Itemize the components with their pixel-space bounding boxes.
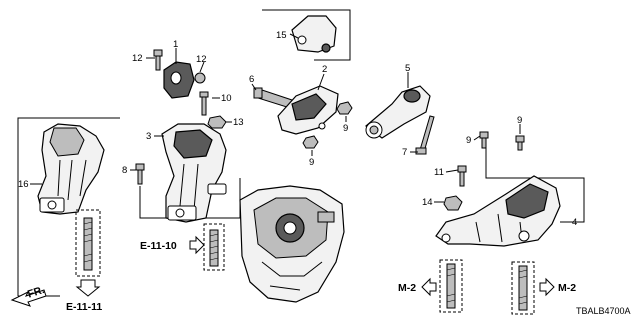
- leader-lines: [30, 33, 570, 223]
- diagram-code: TBALB4700A: [576, 306, 631, 316]
- nut-9-lower: [302, 135, 319, 149]
- engine-transmission-assembly: [239, 185, 345, 303]
- callout-8: 8: [122, 165, 127, 176]
- bolt-9-right-a: [479, 131, 489, 149]
- callout-9-center-right: 9: [343, 123, 348, 134]
- bolt-9-right-b: [515, 135, 525, 151]
- callout-9-right-a: 9: [466, 135, 471, 146]
- ref-e-11-11: E-11-11: [66, 301, 102, 313]
- callout-12-left: 12: [132, 53, 143, 64]
- part-5-torque-rod: [365, 85, 431, 139]
- part-1-rubber-mount: [163, 61, 195, 99]
- bolt-6: [253, 87, 293, 109]
- callout-14: 14: [422, 197, 433, 208]
- part-3-mount-bracket: [161, 123, 227, 223]
- bolt-7: [415, 115, 435, 155]
- part-4-transmission-mount: [435, 175, 561, 247]
- callout-10: 10: [221, 93, 232, 104]
- front-arrow-icon: [10, 289, 47, 307]
- front-label: FR.: [26, 284, 46, 301]
- callout-13: 13: [233, 117, 244, 128]
- callout-15: 15: [276, 30, 287, 41]
- callout-7: 7: [402, 147, 407, 158]
- nut-9-upper: [336, 101, 353, 115]
- part-16-mount-bracket: [37, 123, 105, 215]
- stud-group-m2-right: [511, 261, 555, 315]
- callout-1: 1: [173, 39, 178, 50]
- callout-9-center-lower: 9: [309, 157, 314, 168]
- part-15-bracket: [291, 15, 337, 53]
- callout-5: 5: [405, 63, 410, 74]
- callout-3: 3: [146, 131, 151, 142]
- callout-2: 2: [322, 64, 327, 75]
- bolt-8: [135, 163, 145, 185]
- callout-16: 16: [18, 179, 29, 190]
- bolt-11: [457, 165, 467, 187]
- part-2-mount: [277, 85, 339, 135]
- nut-14: [443, 195, 463, 211]
- bolt-12-left: [153, 49, 163, 71]
- stud-group-m2-left: [421, 259, 463, 313]
- ref-m2-left: M-2: [398, 282, 416, 294]
- stud-group-e1110: [189, 223, 225, 271]
- bolt-12-right: [194, 72, 206, 84]
- callout-6: 6: [249, 74, 254, 85]
- callout-4: 4: [572, 217, 577, 228]
- callout-12-right: 12: [196, 54, 207, 65]
- callout-9-right-b: 9: [517, 115, 522, 126]
- nut-13: [207, 115, 227, 129]
- ref-e-11-10: E-11-10: [140, 240, 177, 252]
- stud-group-e1111: [75, 209, 101, 297]
- part-15-bracket-frame: [262, 9, 351, 61]
- bolt-10: [199, 91, 209, 116]
- ref-m2-right: M-2: [558, 282, 576, 294]
- part-4-group-bracket: [485, 142, 585, 223]
- callout-11: 11: [434, 167, 444, 178]
